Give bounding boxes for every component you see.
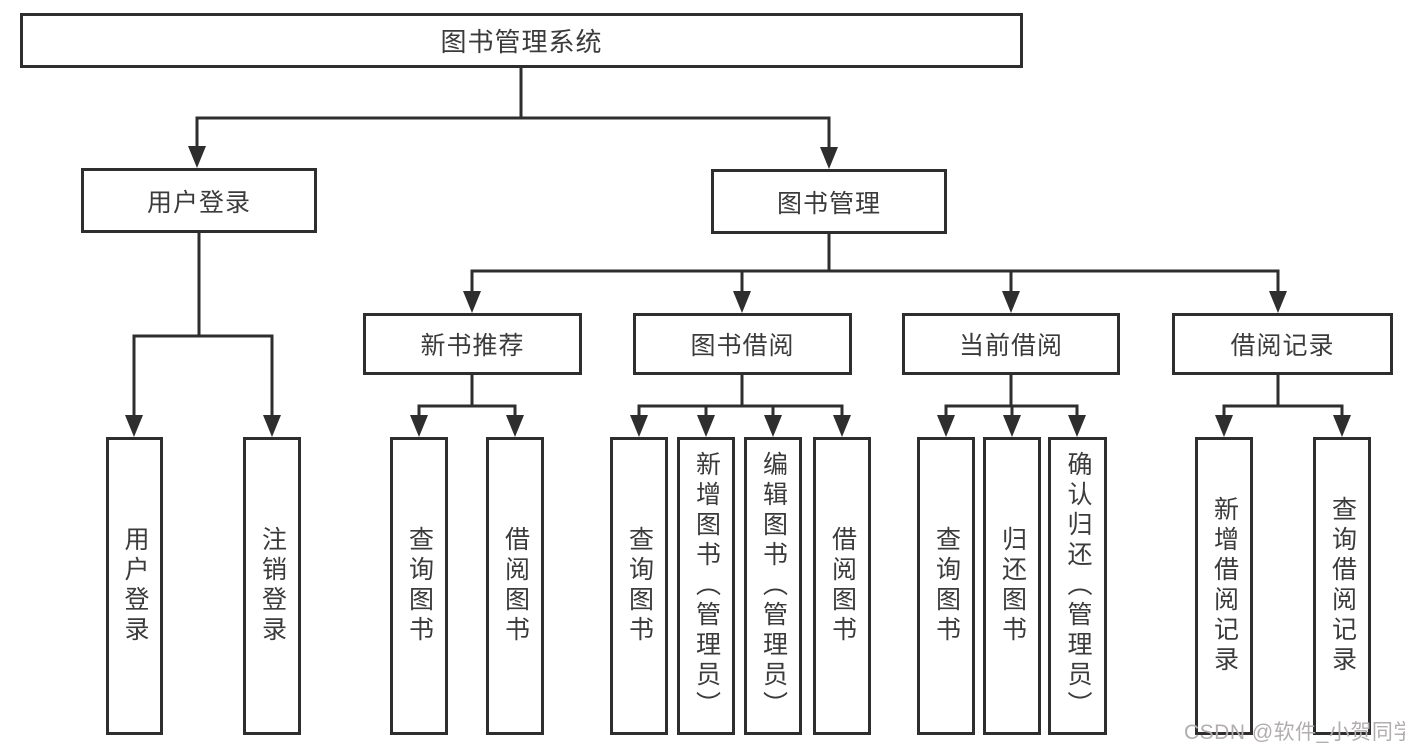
leaf-return-books: 归还图书	[983, 437, 1041, 735]
leaf-borrow-books: 借阅图书	[813, 437, 871, 735]
leaf-query-books-recommend: 查询图书	[390, 437, 448, 735]
node-new-book-recommend-label: 新书推荐	[420, 332, 525, 360]
node-current-borrow-label: 当前借阅	[958, 332, 1063, 360]
leaf-borrow-books-recommend: 借阅图书	[486, 437, 544, 735]
node-borrow-records-label: 借阅记录	[1230, 332, 1335, 360]
leaf-confirm-return-admin: 确认归还（管理员）	[1048, 437, 1107, 735]
node-book-borrow: 图书借阅	[633, 313, 852, 375]
leaf-add-borrow-record: 新增借阅记录	[1195, 437, 1253, 735]
leaf-query-borrow-record: 查询借阅记录	[1313, 437, 1371, 735]
leaf-query-books-borrow: 查询图书	[610, 437, 668, 735]
node-book-management: 图书管理	[711, 169, 947, 234]
node-root-label: 图书管理系统	[440, 27, 603, 57]
node-borrow-records: 借阅记录	[1172, 313, 1393, 375]
node-user-login: 用户登录	[81, 168, 317, 233]
watermark: CSDN @软件_小贺同学	[1184, 721, 1405, 744]
leaf-edit-books-admin: 编辑图书（管理员）	[744, 437, 802, 735]
node-root: 图书管理系统	[20, 13, 1023, 68]
leaf-logout-login: 注销登录	[243, 437, 301, 735]
leaf-user-login: 用户登录	[106, 437, 163, 735]
node-book-borrow-label: 图书借阅	[690, 332, 795, 360]
leaf-add-books-admin: 新增图书（管理员）	[677, 437, 735, 735]
node-new-book-recommend: 新书推荐	[363, 313, 582, 375]
leaf-query-books-current: 查询图书	[917, 437, 975, 735]
arrowheads	[125, 146, 1351, 437]
node-current-borrow: 当前借阅	[902, 313, 1120, 375]
node-book-management-label: 图书管理	[776, 189, 881, 218]
node-user-login-label: 用户登录	[146, 188, 251, 217]
